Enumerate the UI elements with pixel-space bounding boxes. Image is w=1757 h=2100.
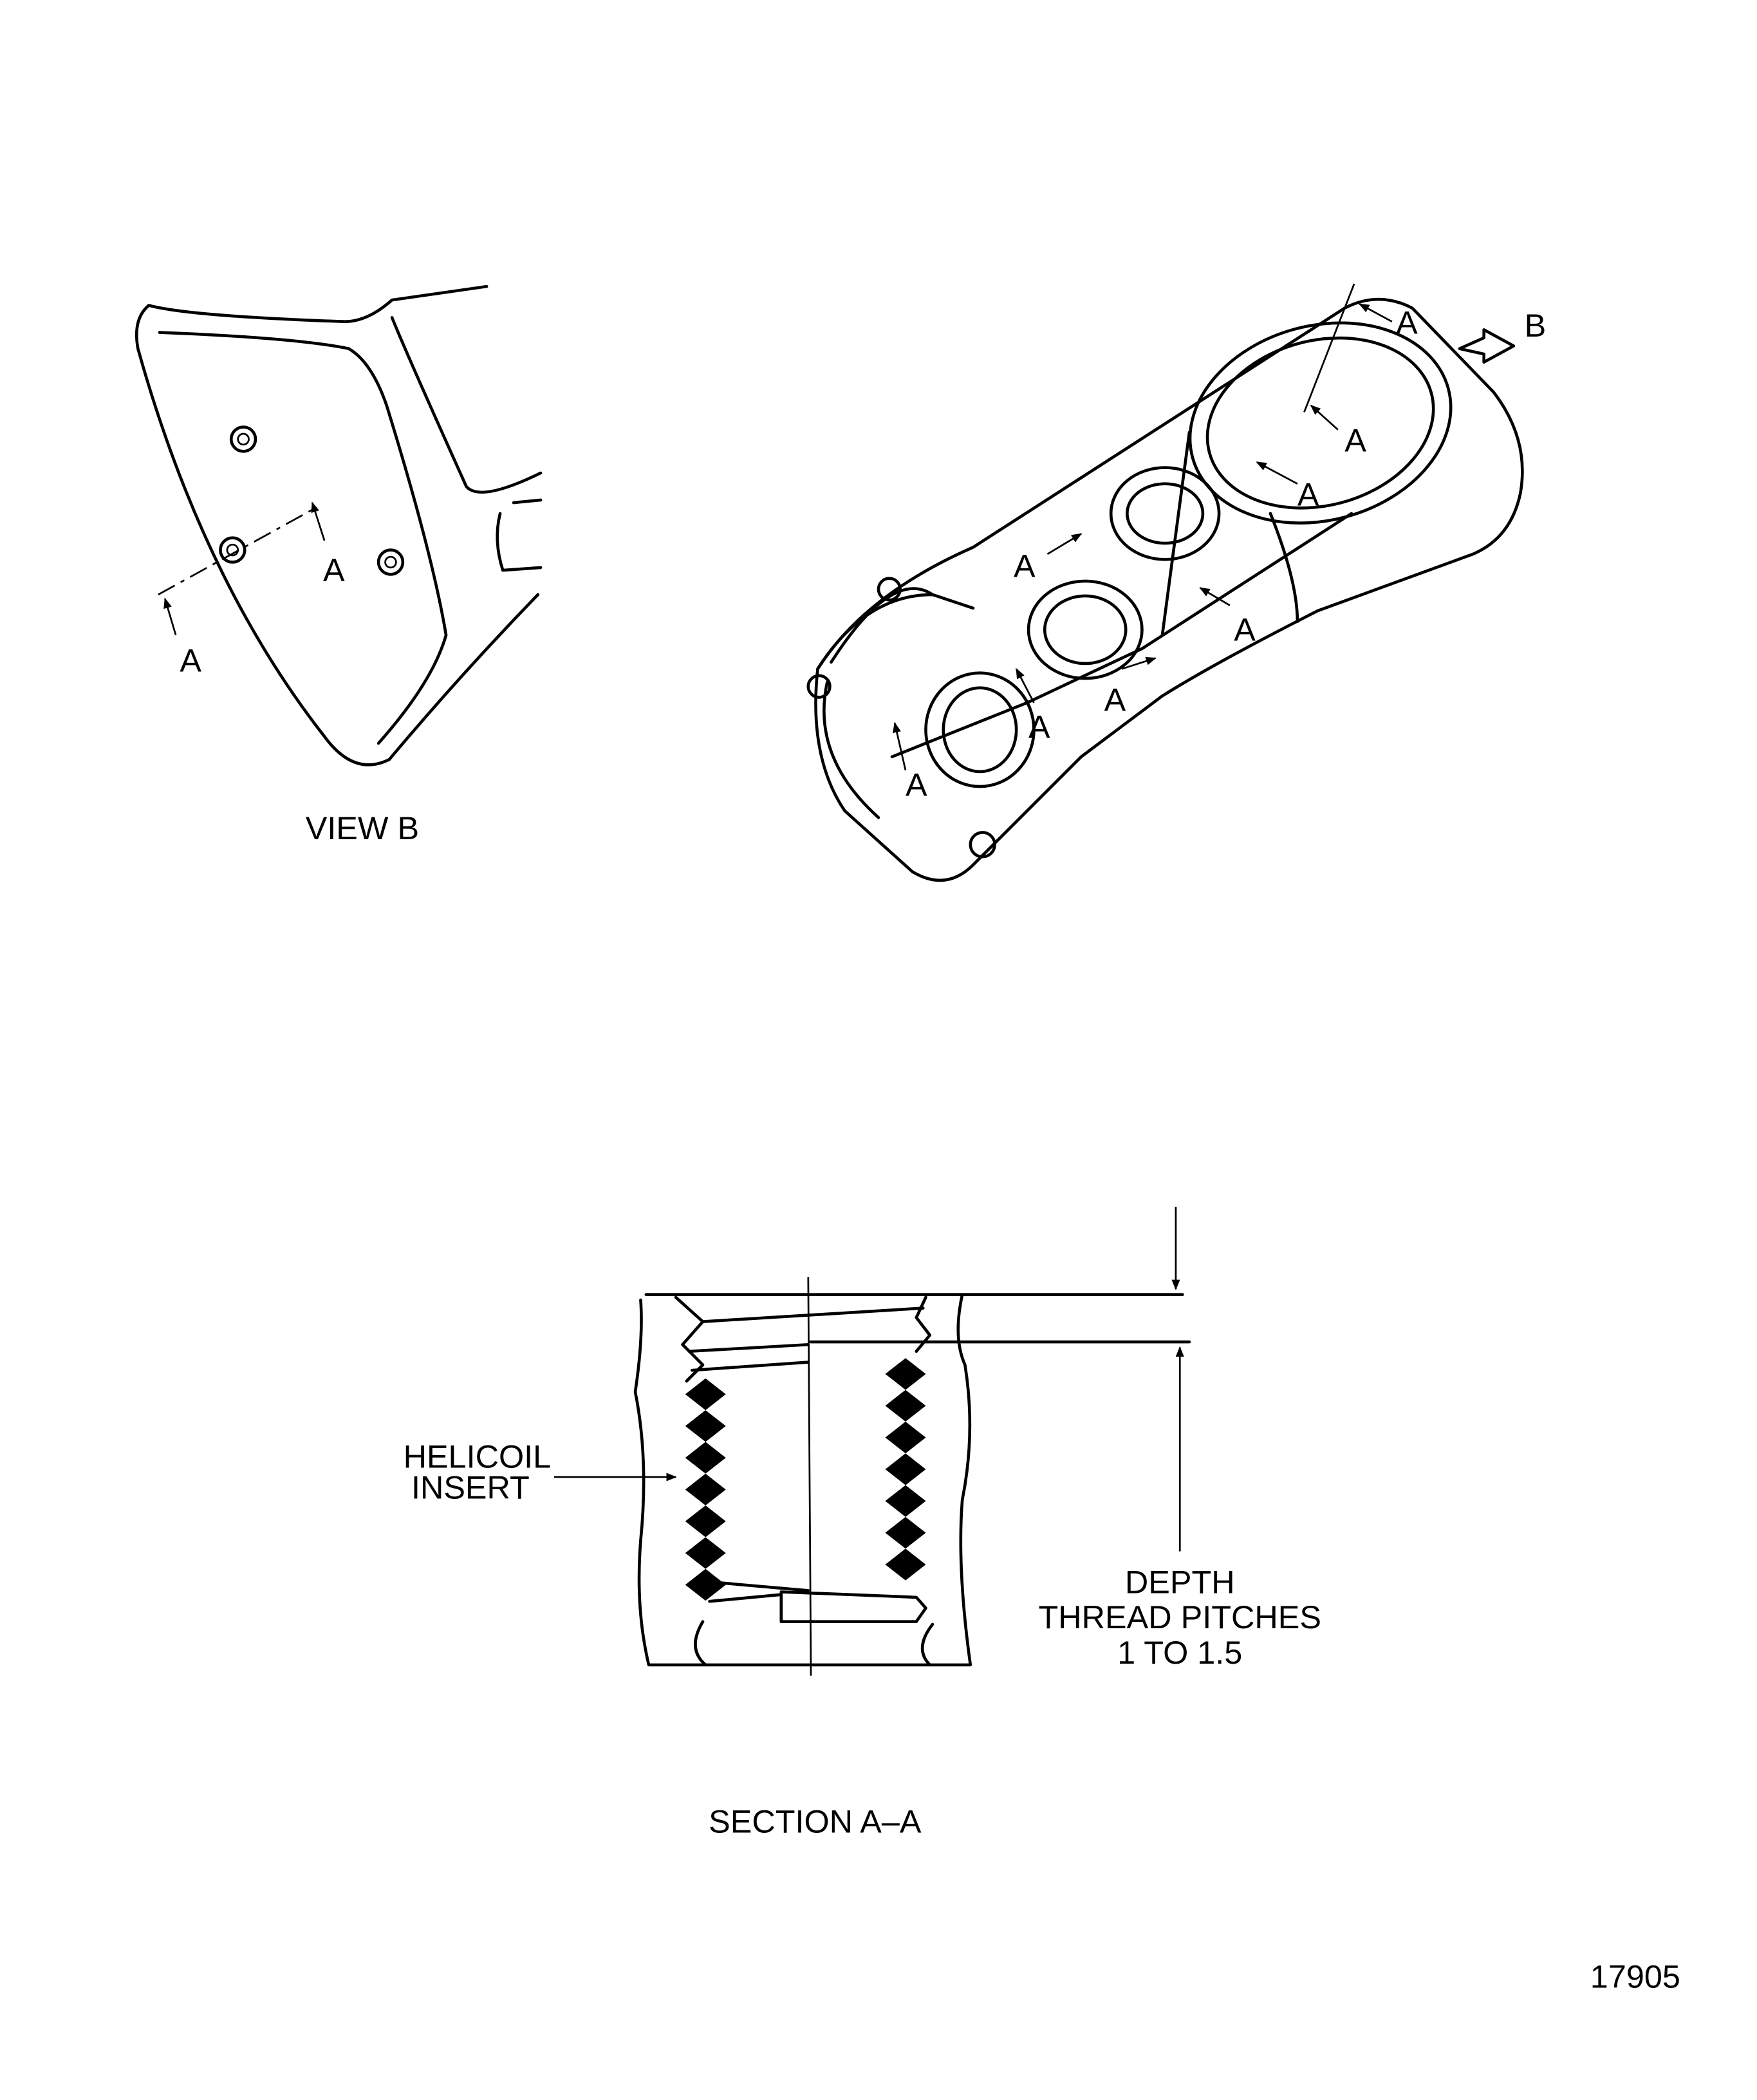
coil-turn [885,1516,926,1549]
coil-turn [885,1453,926,1485]
coil-turn [685,1442,726,1474]
helicoil-label-line1: HELICOIL [404,1438,552,1474]
housing-drawing [806,283,1524,882]
section-marker-a: A [1297,476,1319,512]
view-b-pointer-label: B [1525,307,1547,344]
section-marker-a: A [180,642,201,679]
nut-icon [376,548,405,576]
figure-number: 17905 [1590,1958,1680,1995]
nut-icon [229,425,257,453]
section-marker-a: A [323,552,345,588]
section-marker-a: A [1104,681,1126,718]
section-marker-a: A [1234,611,1256,647]
coil-turn [885,1548,926,1581]
helicoil-right-coil [885,1358,926,1581]
section-marker-a: A [906,767,927,803]
coil-turn [885,1358,926,1390]
depth-label-line3: 1 TO 1.5 [1117,1634,1242,1671]
coil-turn [685,1537,726,1569]
depth-label-line1: DEPTH [1125,1564,1235,1601]
helicoil-label-line2: INSERT [411,1469,530,1506]
depth-label-line2: THREAD PITCHES [1039,1599,1321,1635]
section-marker-a: A [1028,708,1050,745]
section-marker-a: A [1344,422,1366,458]
coil-turn [885,1389,926,1422]
helicoil-left-coil [685,1378,726,1601]
coil-turn [885,1421,926,1454]
section-title: SECTION A–A [709,1803,922,1839]
coil-turn [685,1378,726,1411]
coil-turn [685,1505,726,1538]
coil-turn [685,1473,726,1506]
section-marker-a: A [1014,548,1036,584]
view-b-title: VIEW B [306,810,419,846]
view-b-drawing [135,284,543,767]
view-direction-arrow-icon [1458,328,1516,364]
coil-turn [885,1485,926,1517]
section-marker-a: A [1396,304,1418,341]
coil-turn [685,1410,726,1442]
coil-turn [685,1568,726,1601]
